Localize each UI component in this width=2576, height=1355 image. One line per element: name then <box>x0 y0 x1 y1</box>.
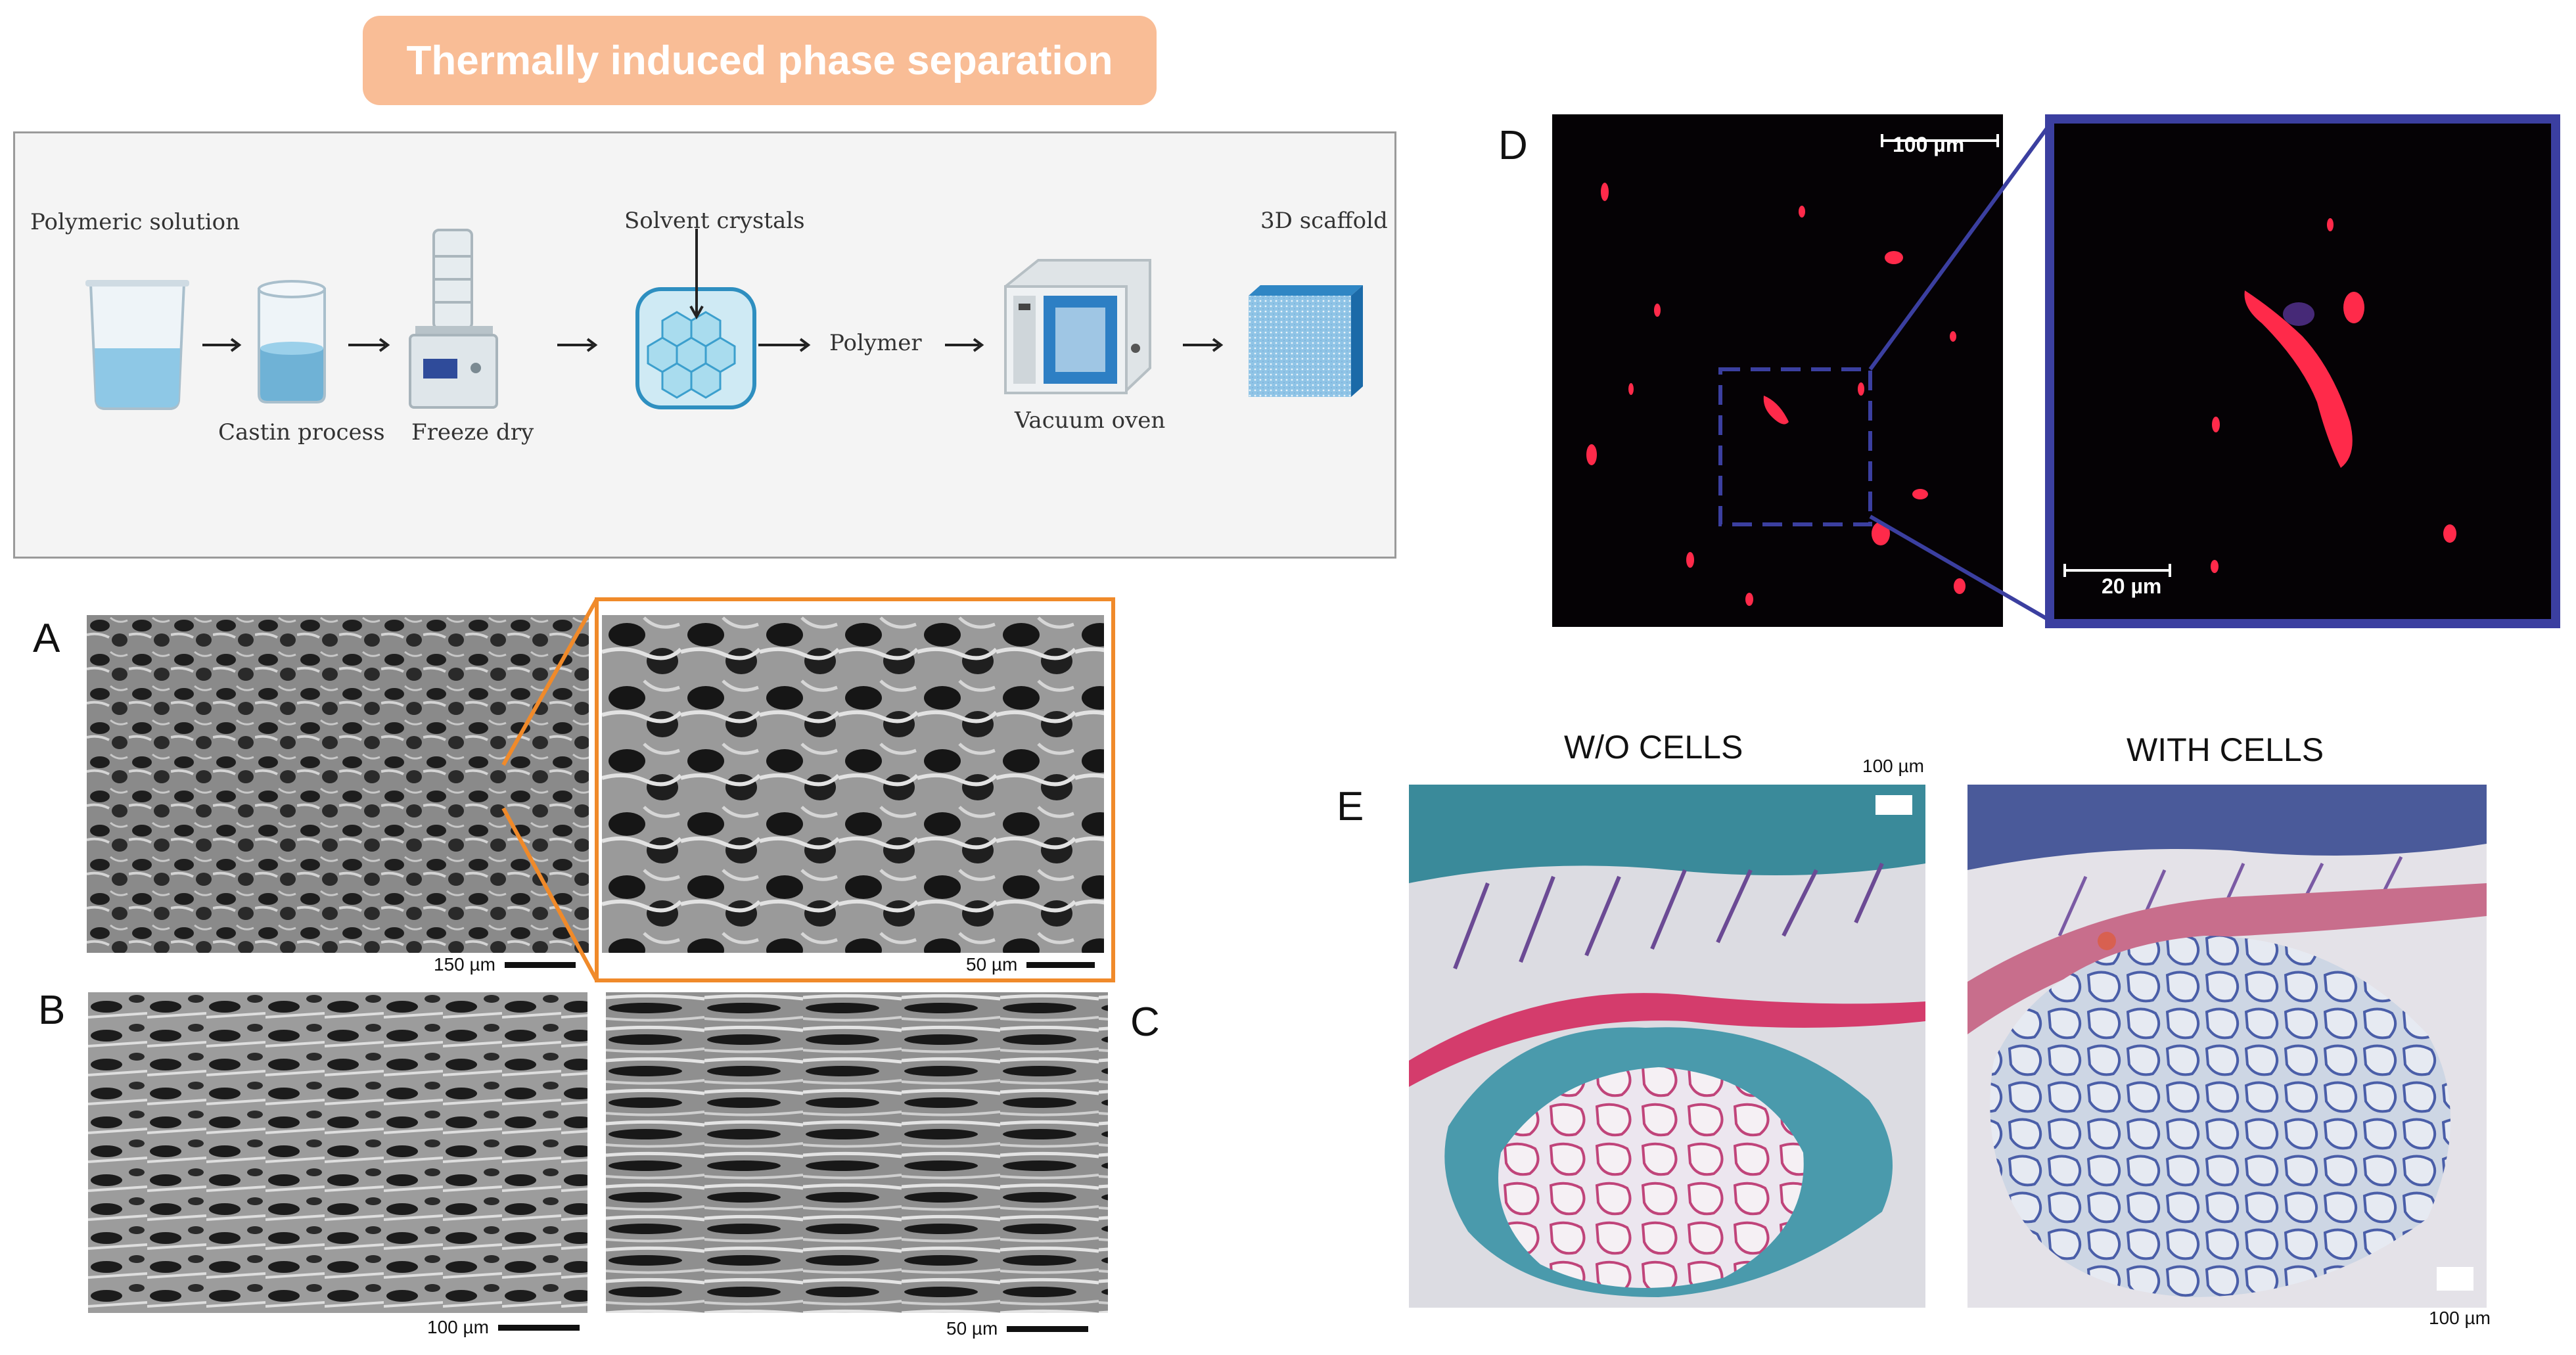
scalebar-line <box>1007 1325 1089 1332</box>
scalebar-e-left-label: 100 µm <box>1862 756 1924 776</box>
label-polymer: Polymer <box>829 330 922 356</box>
cylinder-icon <box>258 280 326 403</box>
zoom-frame-a <box>501 597 1115 982</box>
scalebar-label: 150 µm <box>434 954 495 975</box>
process-icons <box>85 229 1363 410</box>
scalebar-line <box>497 1324 580 1331</box>
label-vacuum-oven: Vacuum oven <box>1015 407 1166 434</box>
sem-image-a-overview <box>87 615 589 953</box>
scalebar-a-zoom: 50 µm <box>966 954 1095 975</box>
sem-image-b <box>88 992 587 1313</box>
freeze-dryer-icon <box>409 229 498 409</box>
histology-title-without-cells: W/O CELLS <box>1564 729 1743 766</box>
beaker-icon <box>85 280 189 410</box>
scalebar-label: 50 µm <box>946 1318 998 1339</box>
scalebar-d-main-label: 100 µm <box>1893 133 1965 156</box>
scalebar-line <box>504 961 576 968</box>
scalebar-d-zoom-label: 20 µm <box>2102 574 2162 598</box>
panel-label-e: E <box>1337 784 1364 829</box>
panel-label-d: D <box>1498 123 1528 168</box>
label-solvent-crystals: Solvent crystals <box>624 208 805 234</box>
scalebar-a-overview: 150 µm <box>434 954 576 975</box>
label-freeze-dry: Freeze dry <box>411 419 534 446</box>
vacuum-oven-icon <box>1004 259 1151 394</box>
scalebar-line <box>1026 961 1095 968</box>
scalebar-b: 100 µm <box>427 1317 580 1338</box>
histology-image-without-cells <box>1409 785 1925 1308</box>
scaffold-3d-icon <box>1249 285 1363 397</box>
label-castin-process: Castin process <box>218 419 385 446</box>
panel-label-a: A <box>33 616 60 661</box>
sem-image-a-zoom <box>602 615 1104 953</box>
fluorescence-panel-d <box>1552 114 2560 628</box>
label-polymeric-solution: Polymeric solution <box>30 209 240 235</box>
scalebar-e-right-label: 100 µm <box>2429 1308 2491 1328</box>
histology-image-with-cells <box>1967 785 2487 1308</box>
sem-image-c <box>606 992 1108 1313</box>
label-3d-scaffold: 3D scaffold <box>1260 208 1388 234</box>
scalebar-label: 100 µm <box>427 1317 489 1337</box>
histology-title-with-cells: WITH CELLS <box>2127 731 2324 768</box>
scalebar-label: 50 µm <box>966 954 1018 975</box>
scalebar-c: 50 µm <box>946 1318 1089 1339</box>
panel-label-b: B <box>38 988 66 1033</box>
figure-title: Thermally induced phase separation <box>363 16 1157 105</box>
panel-label-c: C <box>1130 999 1160 1045</box>
solvent-crystals-icon <box>635 229 756 409</box>
